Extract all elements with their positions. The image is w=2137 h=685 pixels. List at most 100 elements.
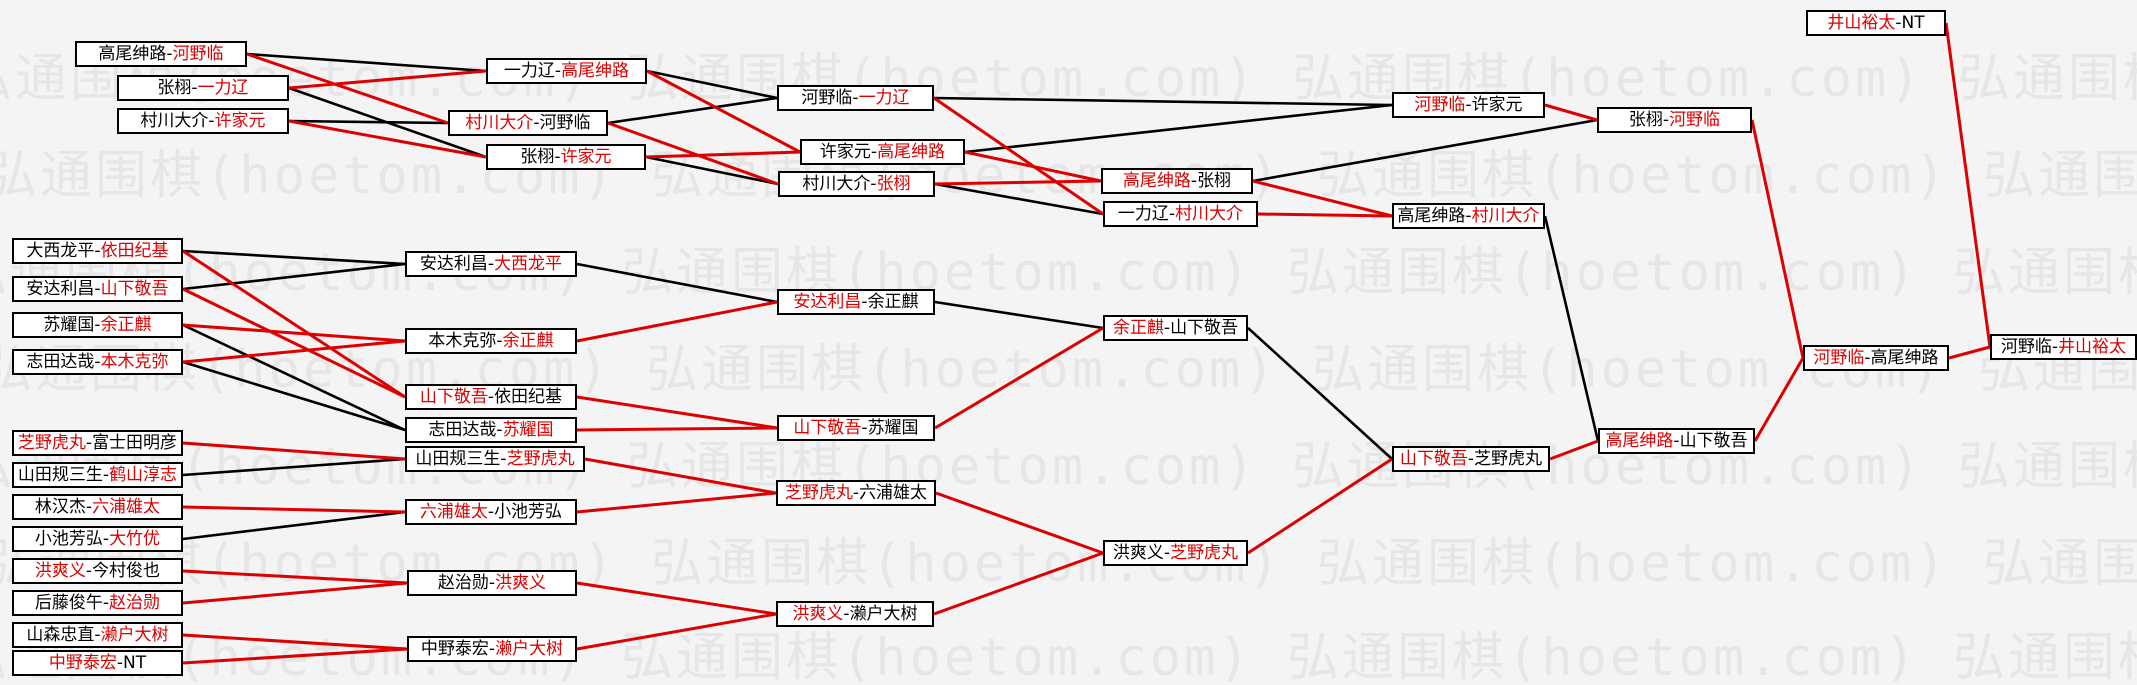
player-left: 河野临 bbox=[1414, 95, 1466, 115]
vs-dash: - bbox=[861, 292, 868, 312]
connector-F4-G8 bbox=[182, 360, 406, 432]
match-box-B7: 河野临-一力辽 bbox=[777, 85, 934, 111]
vs-dash: - bbox=[554, 61, 562, 81]
connector-L13-M15 bbox=[935, 491, 1104, 555]
player-right: 六浦雄太 bbox=[859, 483, 928, 503]
connector-F1-G7 bbox=[182, 249, 406, 399]
vs-dash: - bbox=[487, 502, 495, 522]
player-right: 濑户大树 bbox=[849, 604, 918, 624]
connector-J6-K11 bbox=[182, 581, 408, 605]
vs-dash: - bbox=[208, 111, 215, 131]
match-box-J5: 洪爽义-今村俊也 bbox=[12, 558, 183, 584]
player-left: 山下敬吾 bbox=[793, 418, 862, 438]
connector-J4-K10 bbox=[182, 510, 406, 541]
player-left: 安达利昌 bbox=[26, 279, 95, 299]
vs-dash: - bbox=[1163, 543, 1171, 563]
connector-B8-C10 bbox=[964, 150, 1102, 183]
connector-F2-G7 bbox=[182, 287, 406, 399]
connector-B8-C13 bbox=[964, 103, 1393, 154]
player-right: 洪爽义 bbox=[495, 573, 547, 593]
player-left: 林汉杰 bbox=[34, 497, 86, 517]
connector-M15-N16 bbox=[1247, 457, 1393, 555]
match-box-K11: 赵治勋-洪爽义 bbox=[407, 570, 577, 596]
vs-dash: - bbox=[1190, 171, 1198, 191]
player-left: 后藤俊午 bbox=[34, 593, 103, 613]
match-box-B8: 许家元-高尾绅路 bbox=[800, 139, 965, 165]
vs-dash: - bbox=[102, 529, 110, 549]
player-right: 濑户大树 bbox=[100, 625, 169, 645]
connector-B7-C13 bbox=[933, 96, 1393, 107]
vs-dash: - bbox=[1895, 13, 1902, 33]
connector-K9-L13 bbox=[584, 457, 777, 495]
player-left: 赵治勋 bbox=[437, 573, 489, 593]
player-right: 井山裕太 bbox=[2058, 337, 2127, 357]
match-box-A3: 村川大介-许家元 bbox=[117, 108, 289, 134]
player-left: 村川大介 bbox=[140, 111, 209, 131]
match-box-K10: 六浦雄太-小池芳弘 bbox=[405, 499, 577, 525]
player-left: 许家元 bbox=[819, 142, 871, 162]
match-box-J6: 后藤俊午-赵治勋 bbox=[12, 590, 183, 616]
connector-G7-H10 bbox=[576, 395, 778, 430]
player-right: 依田纪基 bbox=[494, 387, 563, 407]
player-left: 河野临 bbox=[1813, 348, 1865, 368]
player-left: 村川大介 bbox=[465, 113, 534, 133]
player-right: 一力辽 bbox=[197, 78, 249, 98]
match-box-F1: 大西龙平-依田纪基 bbox=[12, 238, 183, 264]
connector-C12-N17 bbox=[1543, 215, 1600, 442]
vs-dash: - bbox=[488, 573, 496, 593]
player-left: 中野泰宏 bbox=[420, 639, 489, 659]
player-left: 六浦雄太 bbox=[419, 502, 488, 522]
player-right: 富士田明彦 bbox=[92, 433, 178, 453]
player-right: 许家元 bbox=[1471, 95, 1523, 115]
vs-dash: - bbox=[861, 418, 868, 438]
connector-B9-C10 bbox=[934, 179, 1102, 186]
connector-E15-E17 bbox=[1944, 22, 1992, 348]
player-left: 洪爽义 bbox=[1112, 543, 1164, 563]
connector-F4-G6 bbox=[182, 339, 406, 364]
connector-A6-B8 bbox=[645, 150, 801, 159]
vs-dash: - bbox=[533, 113, 540, 133]
match-box-C12: 高尾绅路-村川大介 bbox=[1392, 203, 1545, 229]
connector-A5-B9 bbox=[607, 121, 779, 186]
connector-B9-C11 bbox=[934, 182, 1104, 216]
match-box-J8: 中野泰宏-NT bbox=[12, 650, 183, 676]
match-box-F4: 志田达哉-本木克弥 bbox=[12, 349, 183, 375]
player-right: 濑户大树 bbox=[495, 639, 564, 659]
player-right: 依田纪基 bbox=[100, 241, 169, 261]
vs-dash: - bbox=[94, 279, 101, 299]
player-right: 张栩 bbox=[876, 174, 911, 194]
player-right: NT bbox=[1901, 13, 1925, 33]
player-right: 许家元 bbox=[560, 147, 612, 167]
player-right: 芝野虎丸 bbox=[1170, 543, 1239, 563]
player-left: 河野临 bbox=[801, 88, 853, 108]
player-left: 安达利昌 bbox=[793, 292, 862, 312]
player-left: 河野临 bbox=[2000, 337, 2052, 357]
player-left: 山下敬吾 bbox=[419, 387, 488, 407]
vs-dash: - bbox=[1465, 95, 1472, 115]
vs-dash: - bbox=[191, 78, 198, 98]
match-box-G5: 安达利昌-大西龙平 bbox=[405, 251, 577, 277]
connector-N16-N17 bbox=[1549, 439, 1599, 461]
player-left: 山田规三生 bbox=[17, 465, 103, 485]
match-box-N17: 高尾绅路-山下敬吾 bbox=[1598, 428, 1755, 454]
vs-dash: - bbox=[94, 352, 101, 372]
player-left: 本木克弥 bbox=[428, 331, 497, 351]
player-left: 张栩 bbox=[157, 78, 192, 98]
player-left: 高尾绅路 bbox=[1605, 431, 1674, 451]
vs-dash: - bbox=[1673, 431, 1680, 451]
connector-B7-C11 bbox=[933, 96, 1104, 216]
match-box-A4: 一力辽-高尾绅路 bbox=[486, 58, 647, 84]
connector-H10-I11 bbox=[934, 326, 1104, 430]
player-right: 许家元 bbox=[214, 111, 266, 131]
connector-J5-K11 bbox=[182, 569, 408, 585]
connector-F2-G5 bbox=[182, 262, 406, 291]
match-box-K12: 中野泰宏-濑户大树 bbox=[407, 636, 577, 662]
connector-J3-K10 bbox=[182, 505, 406, 514]
connector-F1-G5 bbox=[182, 249, 406, 266]
match-box-C10: 高尾绅路-张栩 bbox=[1101, 168, 1253, 194]
connector-K10-L13 bbox=[576, 491, 777, 514]
vs-dash: - bbox=[85, 561, 93, 581]
